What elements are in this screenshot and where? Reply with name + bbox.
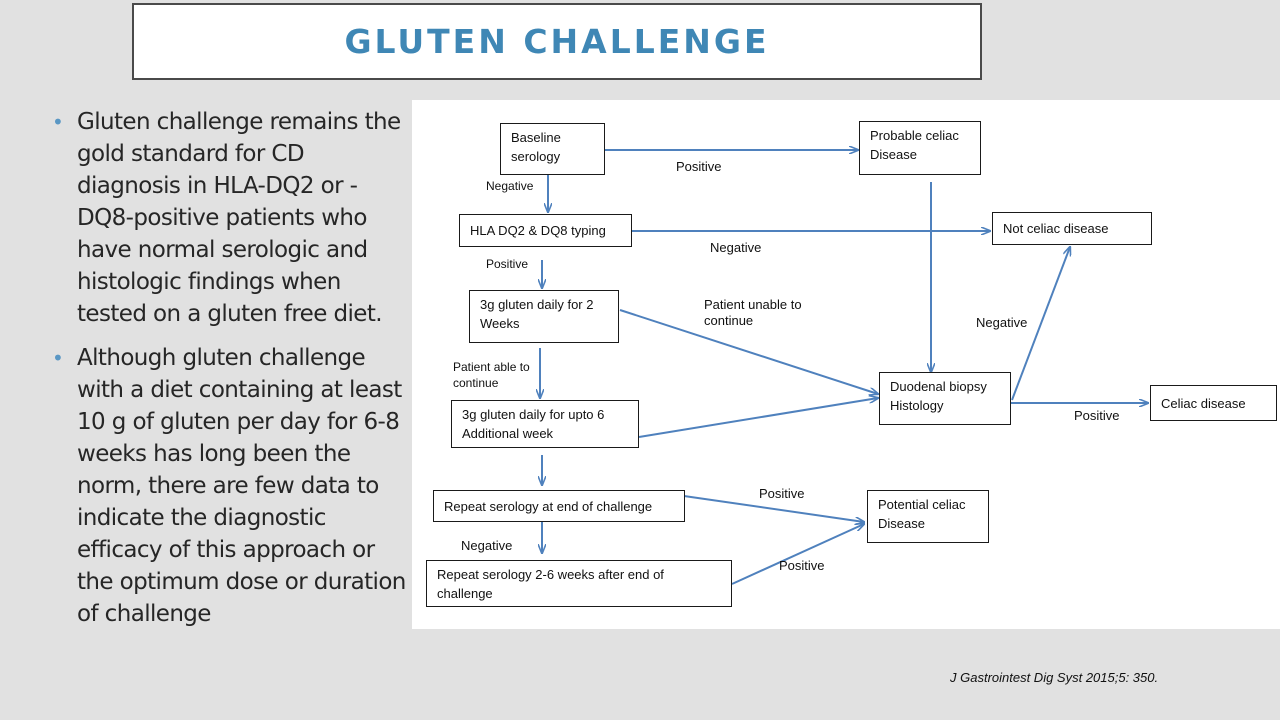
label-negative-baseline: Negative <box>486 179 534 193</box>
bullet-dot-icon: • <box>52 110 64 134</box>
label-positive-hla: Positive <box>486 257 529 271</box>
box-hla-typing: HLA DQ2 & DQ8 typing <box>459 214 632 247</box>
bullet-text: Although gluten challenge with a diet co… <box>77 345 406 627</box>
bullet-list: • Gluten challenge remains the gold stan… <box>48 106 408 642</box>
arrow-biopsy-to-not-celiac <box>1011 247 1070 401</box>
citation: J Gastrointest Dig Syst 2015;5: 350. <box>950 670 1159 685</box>
box-potential-celiac: Potential celiac Disease <box>867 490 989 543</box>
box-baseline-serology: Baseline serology <box>500 123 605 175</box>
box-probable-celiac: Probable celiac Disease <box>859 121 981 175</box>
slide-title: GLUTEN CHALLENGE <box>344 22 770 61</box>
label-positive-repeat-after: Positive <box>779 558 825 573</box>
label-patient-able: Patient able to continue <box>453 360 530 390</box>
flowchart-panel: Baseline serology Probable celiac Diseas… <box>412 100 1280 629</box>
box-repeat-serology-end: Repeat serology at end of challenge <box>433 490 685 522</box>
arrow-repeat-after-to-potential <box>731 524 864 585</box>
label-positive-biopsy: Positive <box>1074 408 1120 423</box>
label-negative-biopsy: Negative <box>976 315 1028 330</box>
flowchart-arrows <box>412 100 1280 585</box>
label-patient-unable: Patient unable to continue <box>704 297 802 328</box>
label-negative-repeat-end: Negative <box>461 538 513 553</box>
box-repeat-serology-after: Repeat serology 2-6 weeks after end of c… <box>426 560 732 607</box>
bullet-text: Gluten challenge remains the gold standa… <box>77 109 401 327</box>
box-duodenal-biopsy: Duodenal biopsy Histology <box>879 372 1011 425</box>
bullet-item: • Although gluten challenge with a diet … <box>48 342 408 630</box>
box-gluten-2-weeks: 3g gluten daily for 2 Weeks <box>469 290 619 343</box>
arrow-repeat-end-to-potential <box>683 495 864 522</box>
label-negative-hla: Negative <box>710 240 762 255</box>
box-gluten-6-weeks: 3g gluten daily for upto 6 Additional we… <box>451 400 639 448</box>
bullet-item: • Gluten challenge remains the gold stan… <box>48 106 408 330</box>
box-not-celiac: Not celiac disease <box>992 212 1152 245</box>
bullet-dot-icon: • <box>52 346 64 370</box>
label-positive-repeat-end: Positive <box>759 486 805 501</box>
box-celiac-disease: Celiac disease <box>1150 385 1277 421</box>
arrow-gluten2-to-biopsy <box>619 309 878 394</box>
label-positive-baseline: Positive <box>676 159 722 174</box>
title-box: GLUTEN CHALLENGE <box>132 3 982 80</box>
arrow-gluten6-to-biopsy <box>638 398 878 438</box>
